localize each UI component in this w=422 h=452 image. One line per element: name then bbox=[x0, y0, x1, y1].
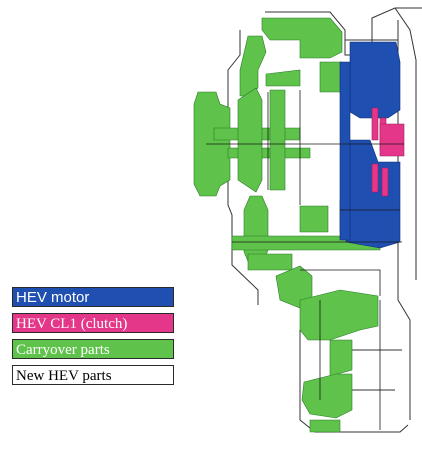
hev-motor bbox=[339, 41, 401, 249]
legend: HEV motor HEV CL1 (clutch) Carryover par… bbox=[12, 287, 174, 391]
legend-new-hev-parts: New HEV parts bbox=[12, 365, 174, 385]
transmission-cross-section bbox=[193, 7, 422, 433]
legend-hev-clutch: HEV CL1 (clutch) bbox=[12, 313, 174, 333]
hev-clutch bbox=[371, 107, 405, 197]
legend-hev-motor: HEV motor bbox=[12, 287, 174, 307]
legend-carryover-parts: Carryover parts bbox=[12, 339, 174, 359]
